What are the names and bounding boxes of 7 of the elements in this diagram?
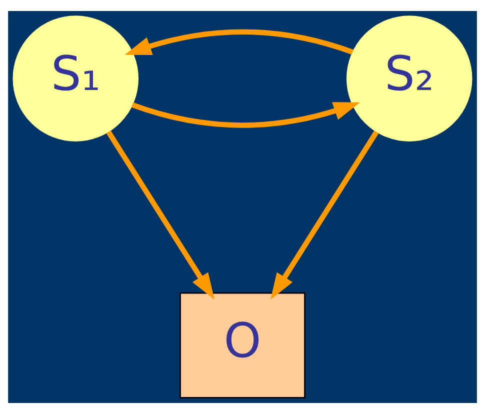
arrow (124, 29, 354, 55)
arrow (106, 130, 214, 300)
node-circle: S₁ (12, 16, 139, 142)
node-circle: S₂ (346, 16, 472, 142)
node-box: O (180, 292, 306, 398)
arrow (131, 102, 360, 128)
arrow (270, 130, 379, 300)
